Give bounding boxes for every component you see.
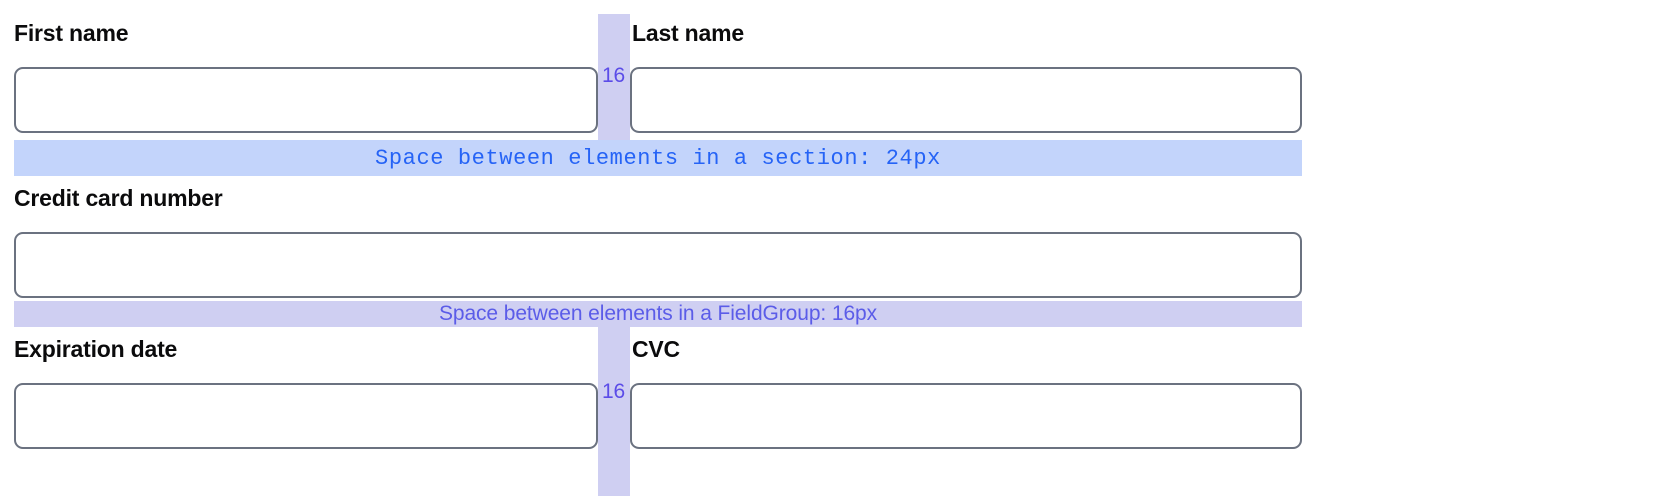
section-spacing-text: Space between elements in a section: 24p… [375, 145, 941, 171]
column-gap-band-bottom [598, 327, 630, 496]
input-expiration-date[interactable] [14, 383, 598, 449]
label-cvc: CVC [632, 336, 680, 362]
label-first-name: First name [14, 20, 129, 46]
column-gap-label-bottom: 16 [602, 380, 625, 403]
input-cvc[interactable] [630, 383, 1302, 449]
label-last-name: Last name [632, 20, 744, 46]
section-spacing-band: Space between elements in a section: 24p… [14, 140, 1302, 176]
label-credit-card-number: Credit card number [14, 185, 223, 211]
label-expiration-date: Expiration date [14, 336, 178, 362]
fieldgroup-spacing-text: Space between elements in a FieldGroup: … [438, 302, 878, 325]
input-credit-card-number[interactable] [14, 232, 1302, 298]
fieldgroup-spacing-band: Space between elements in a FieldGroup: … [14, 301, 1302, 327]
column-gap-band-top [598, 14, 630, 140]
input-first-name[interactable] [14, 67, 598, 133]
column-gap-label-top: 16 [602, 64, 625, 87]
input-last-name[interactable] [630, 67, 1302, 133]
